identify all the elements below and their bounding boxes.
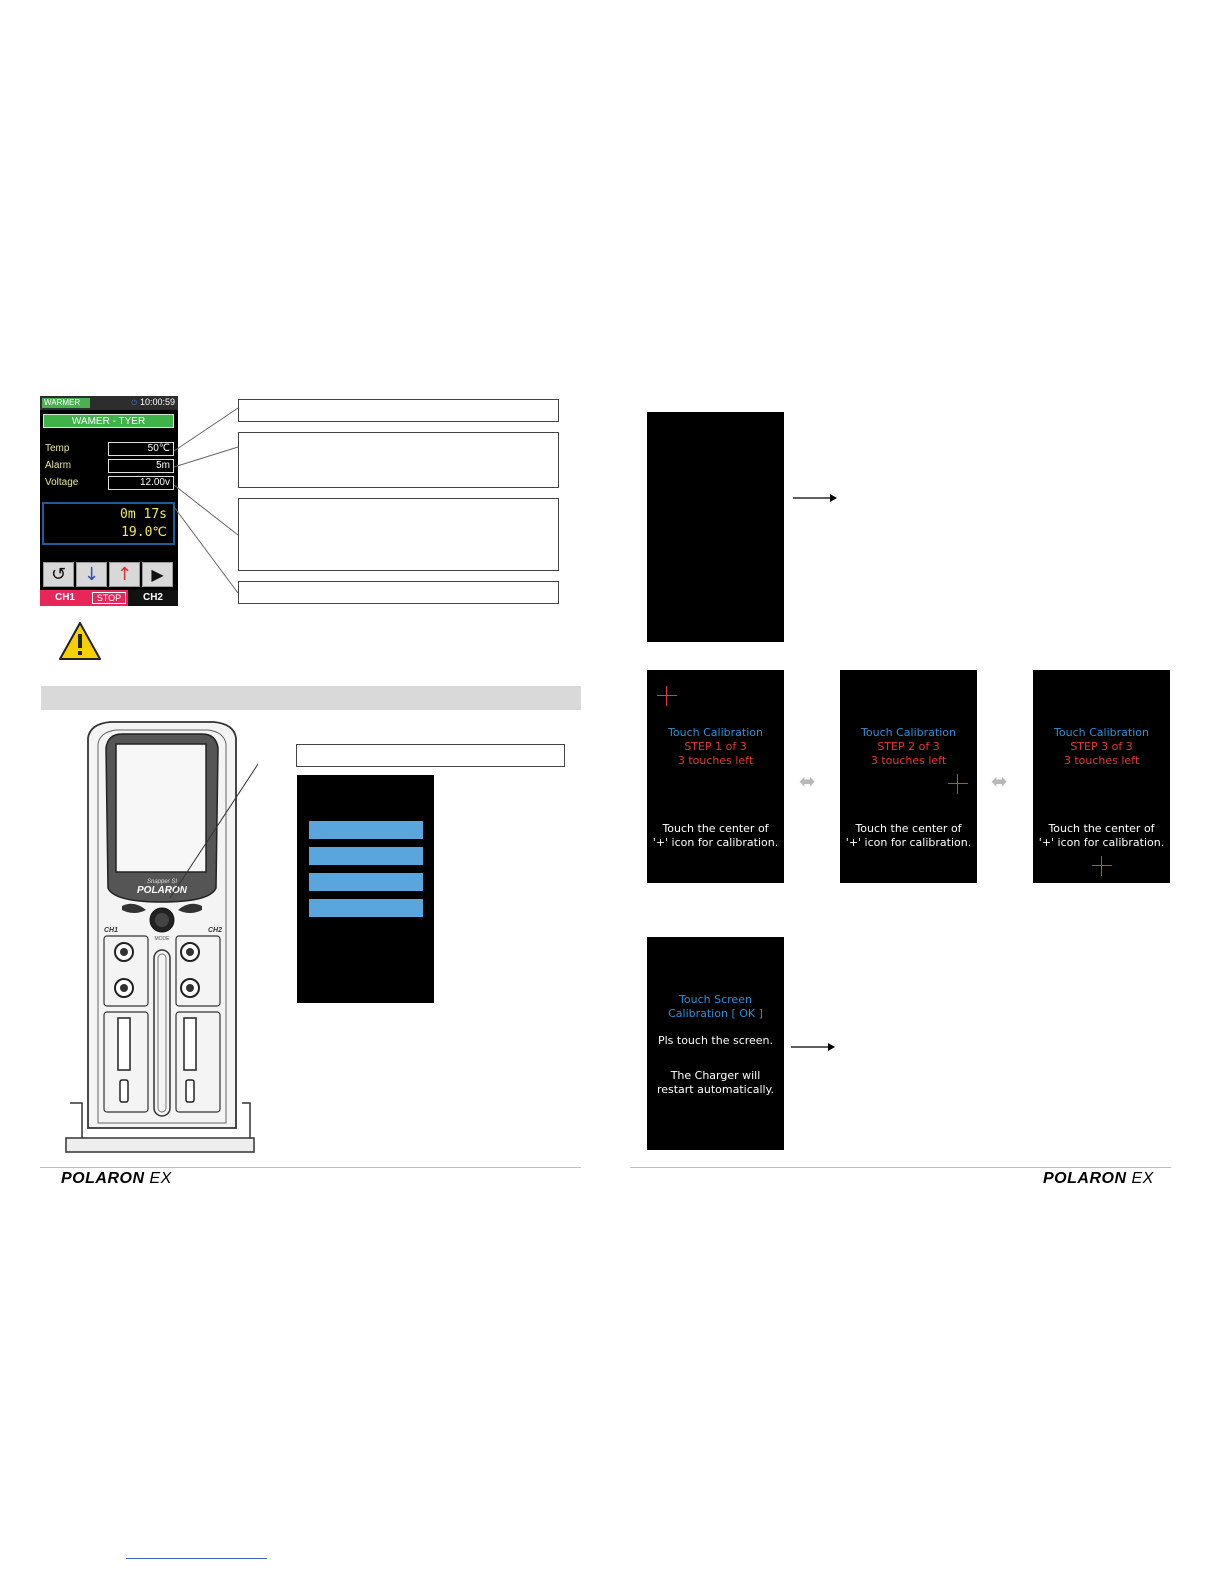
alarm-value[interactable]: 5m <box>108 459 174 473</box>
callout-box-4 <box>238 581 559 604</box>
calibration-instruction-2: '+' icon for calibration. <box>1038 836 1165 849</box>
plug-icon: ⏻ <box>131 400 137 407</box>
arrow-right-icon <box>793 494 837 502</box>
left-footer-rule <box>40 1167 581 1168</box>
calibration-instruction-1: Touch the center of <box>855 822 962 835</box>
device-brand: POLARON <box>137 885 188 896</box>
clock: ⏻10:00:59 <box>131 397 175 408</box>
calibration-instruction-2: '+' icon for calibration. <box>652 836 779 849</box>
calibration-step-3-screen[interactable]: Touch Calibration STEP 3 of 3 3 touches … <box>1033 670 1170 883</box>
callout-box-2 <box>238 432 559 488</box>
crosshair-icon[interactable] <box>1092 856 1112 876</box>
calibration-ok-screen[interactable]: Touch Screen Calibration [ OK ] Pls touc… <box>647 937 784 1150</box>
right-footer-rule <box>630 1167 1171 1168</box>
clock-value: 10:00:59 <box>139 397 175 407</box>
calibration-instruction-1: Touch the center of <box>1048 822 1155 835</box>
menu-item-2[interactable] <box>309 847 423 865</box>
alarm-label: Alarm <box>45 460 72 471</box>
left-footer-brand-suffix: EX <box>149 1170 172 1187</box>
section-header-bar <box>41 686 581 710</box>
voltage-value[interactable]: 12.00v <box>108 476 174 490</box>
right-footer-brand: POLARON EX <box>1043 1170 1154 1188</box>
double-arrow-icon: ⬌ <box>799 769 816 793</box>
menu-item-1[interactable] <box>309 821 423 839</box>
warmer-title: WAMER - TYER <box>43 414 174 428</box>
callout-box-3 <box>238 498 559 571</box>
ch2-tab[interactable]: CH2 <box>142 592 163 603</box>
calibration-ok-line-2a: The Charger will <box>670 1069 761 1082</box>
calibration-touches-left: 3 touches left <box>1063 754 1140 767</box>
calibration-ok-line-1: Pls touch the screen. <box>657 1034 774 1047</box>
calibration-touches-left: 3 touches left <box>870 754 947 767</box>
voltage-label: Voltage <box>45 477 79 488</box>
arrow-up-icon[interactable]: ↑ <box>109 562 140 587</box>
calibration-step: STEP 1 of 3 <box>684 740 747 753</box>
warning-icon <box>59 622 101 660</box>
right-footer-brand-suffix: EX <box>1131 1170 1154 1187</box>
device-brand-small: Snapper SI <box>147 879 177 885</box>
calibration-ok-line-2b: restart automatically. <box>656 1083 775 1096</box>
warmer-screen: WARMER ⏻10:00:59 WAMER - TYER Temp 50℃ A… <box>40 396 178 606</box>
arrow-right-icon <box>791 1043 835 1051</box>
mode-tag: WARMER <box>42 398 90 408</box>
calibration-step-2-screen[interactable]: Touch Calibration STEP 2 of 3 3 touches … <box>840 670 977 883</box>
stop-button[interactable]: STOP <box>92 592 126 604</box>
arrow-down-icon[interactable]: ↓ <box>76 562 107 587</box>
ch1-tab[interactable]: CH1 <box>40 590 90 606</box>
mode-label: MODE <box>155 936 171 942</box>
crosshair-icon[interactable] <box>657 686 677 706</box>
link-underline[interactable] <box>126 1558 267 1559</box>
calibration-step: STEP 2 of 3 <box>877 740 940 753</box>
callout-lines <box>173 407 239 594</box>
device-callout-box <box>296 744 565 767</box>
play-icon[interactable]: ▶ <box>142 562 173 587</box>
channel-bar: CH1 STOP CH2 <box>40 590 178 606</box>
callout-box-1 <box>238 399 559 422</box>
timer-panel: 0m 17s 19.0℃ <box>42 502 175 545</box>
calibration-instruction-2: '+' icon for calibration. <box>845 836 972 849</box>
blank-screen <box>647 412 784 642</box>
crosshair-icon[interactable] <box>948 774 968 794</box>
calibration-instruction-1: Touch the center of <box>662 822 769 835</box>
device-ch2-label: CH2 <box>208 927 222 934</box>
temp-value[interactable]: 50℃ <box>108 442 174 456</box>
calibration-step-1-screen[interactable]: Touch Calibration STEP 1 of 3 3 touches … <box>647 670 784 883</box>
device-ch1-label: CH1 <box>104 927 118 934</box>
calibration-title: Touch Calibration <box>861 726 956 739</box>
right-footer-brand-name: POLARON <box>1043 1170 1127 1187</box>
calibration-ok-title-1: Touch Screen <box>679 993 752 1006</box>
warmer-status-bar: WARMER ⏻10:00:59 <box>40 396 178 410</box>
menu-screen <box>297 775 434 1003</box>
back-icon[interactable]: ↺ <box>43 562 74 587</box>
double-arrow-icon: ⬌ <box>991 769 1008 793</box>
current-temp: 19.0℃ <box>121 525 167 540</box>
device-illustration: Snapper SI POLARON MODE CH1 CH2 <box>65 721 258 1153</box>
left-footer-brand: POLARON EX <box>61 1170 172 1188</box>
calibration-step: STEP 3 of 3 <box>1070 740 1133 753</box>
left-footer-brand-name: POLARON <box>61 1170 145 1187</box>
menu-item-4[interactable] <box>309 899 423 917</box>
menu-item-3[interactable] <box>309 873 423 891</box>
calibration-ok-title-2: Calibration [ OK ] <box>668 1007 763 1020</box>
calibration-touches-left: 3 touches left <box>677 754 754 767</box>
temp-label: Temp <box>45 443 70 454</box>
elapsed-time: 0m 17s <box>120 507 167 522</box>
calibration-title: Touch Calibration <box>1054 726 1149 739</box>
calibration-title: Touch Calibration <box>668 726 763 739</box>
